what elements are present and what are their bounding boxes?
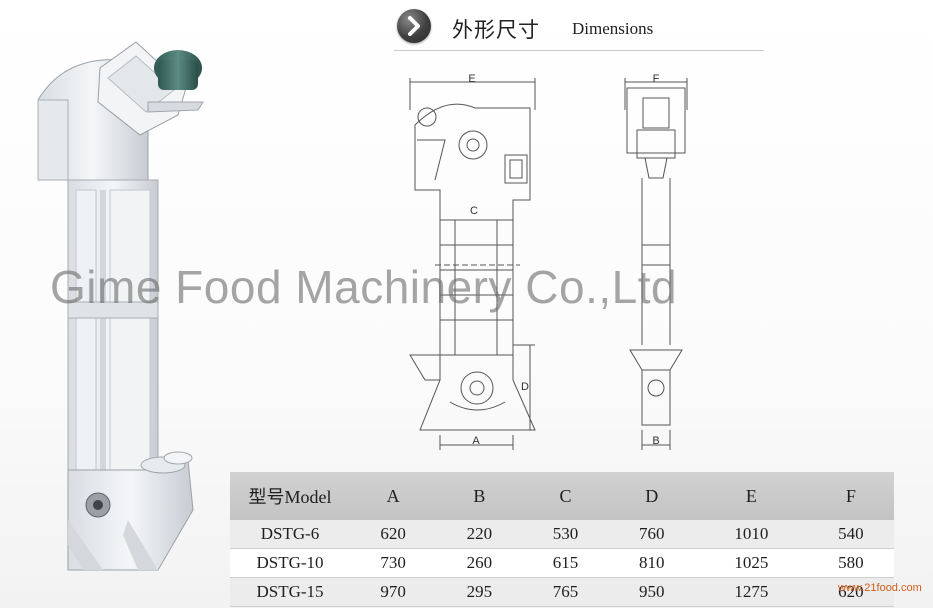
company-watermark: Gime Food Machinery Co.,Ltd [50,261,678,313]
table-cell: 260 [436,548,523,578]
column-header-f: F [807,472,894,520]
chevron-right-icon [397,9,431,43]
table-cell: 1010 [694,520,808,549]
table-cell: DSTG-10 [230,548,350,578]
label-f: F [653,73,660,85]
table-cell: 295 [436,577,523,607]
table-cell: 220 [436,520,523,549]
label-a: A [472,435,480,447]
table-cell: 765 [522,577,609,607]
bucket-elevator-photo [37,41,204,571]
label-e: E [468,73,475,85]
table-cell: 970 [350,577,437,607]
table-row: DSTG-6 620 220 530 760 1010 540 [230,520,894,549]
title-chinese: 外形尺寸 [452,18,540,42]
table-cell: 620 [350,520,437,549]
table-cell: DSTG-15 [230,577,350,607]
column-header-b: B [436,472,523,520]
table-row: DSTG-10 730 260 615 810 1025 580 [230,548,894,578]
table-cell: 620 [807,577,894,607]
column-header-d: D [608,472,695,520]
table-cell: 950 [608,577,695,607]
label-d: D [521,381,529,393]
table-header-row: 型号Model A B C D E F [230,472,894,520]
table-cell: 760 [608,520,695,549]
column-header-e: E [694,472,808,520]
table-cell: 1025 [694,548,808,578]
table-cell: 615 [522,548,609,578]
table-cell: 730 [350,548,437,578]
column-header-a: A [350,472,437,520]
table-cell: 540 [807,520,894,549]
label-c: C [470,205,478,217]
table-row: DSTG-15 970 295 765 950 1275 620 [230,577,894,607]
table-cell: 530 [522,520,609,549]
site-watermark: www.21food.com [838,582,922,594]
column-header-c: C [522,472,609,520]
table-cell: 1275 [694,577,808,607]
label-b: B [652,435,659,447]
section-header: 外形尺寸 Dimensions [392,6,764,52]
table-cell: 810 [608,548,695,578]
table-cell: DSTG-6 [230,520,350,549]
dimension-table: 型号Model A B C D E F DSTG-6 620 220 530 7… [230,472,894,607]
column-header-model: 型号Model [230,472,350,520]
title-english: Dimensions [572,19,654,38]
table-cell: 580 [807,548,894,578]
dimension-drawings: E C D A F B [409,73,688,450]
header-divider [394,50,764,51]
